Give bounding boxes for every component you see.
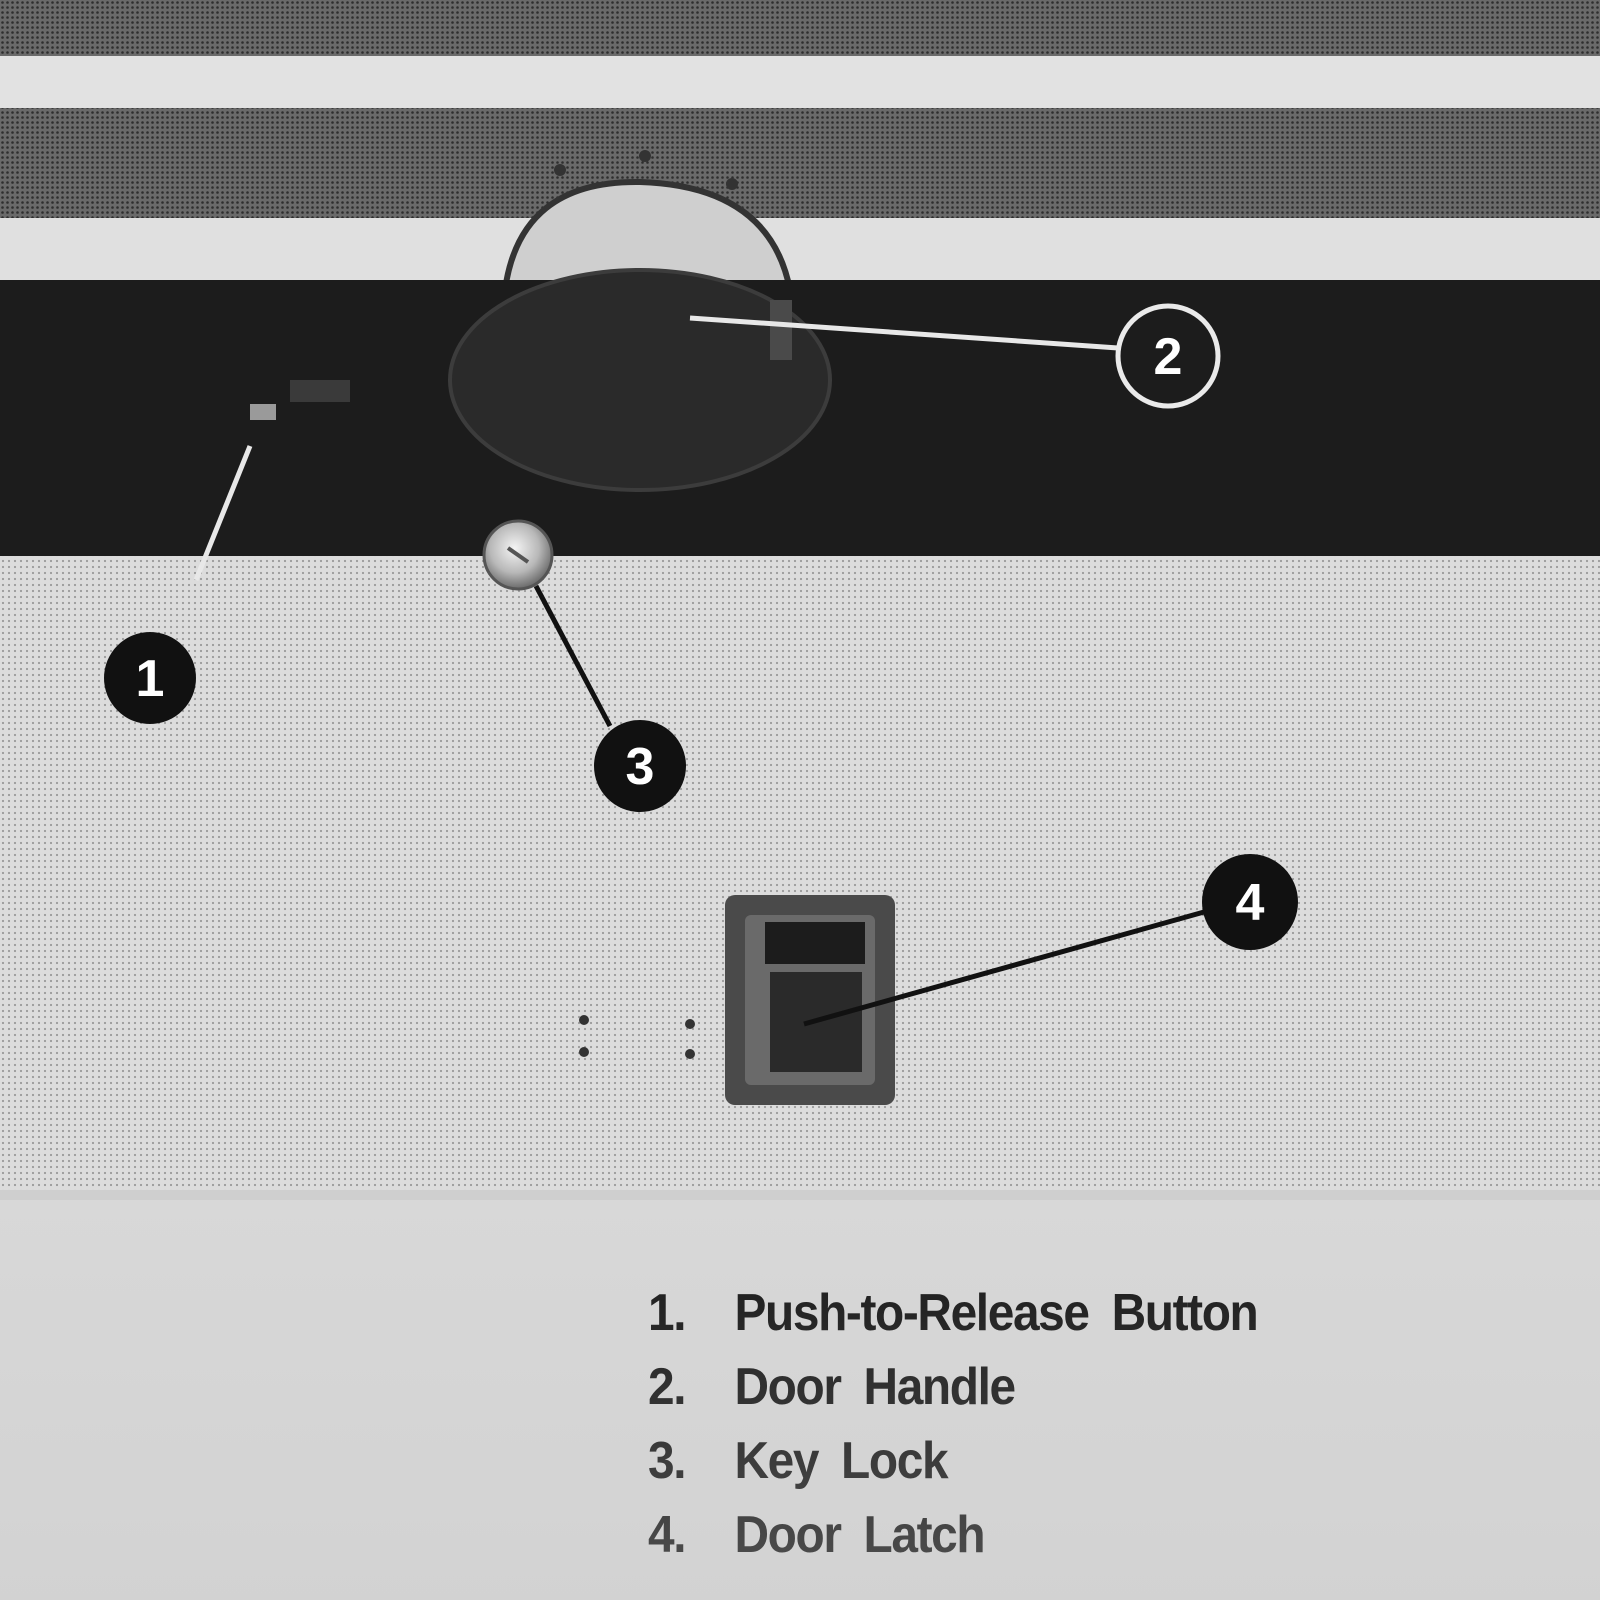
push-release-button — [250, 404, 276, 420]
leader-line-3 — [533, 584, 613, 728]
door-latch-top — [765, 922, 865, 964]
legend-number: 4. — [648, 1506, 687, 1564]
top-light-stripe-2 — [0, 218, 1600, 280]
legend-label: Push-to-Release Button — [734, 1284, 1258, 1342]
callout-1-label: 1 — [136, 650, 165, 708]
callout-4: 4 — [1202, 854, 1298, 950]
photo-bottom-edge — [0, 1190, 1600, 1200]
latch-screw-1 — [579, 1015, 589, 1025]
top-stripe-1 — [0, 0, 1600, 56]
parts-legend: 1. Push-to-Release Button 2. Door Handle… — [648, 1276, 1548, 1572]
handle-screw-1 — [554, 164, 566, 176]
leader-line-1 — [193, 445, 253, 581]
handle-screw-2 — [639, 150, 651, 162]
callout-2: 2 — [1115, 303, 1221, 409]
handle-recess-arc — [501, 178, 794, 293]
door-hardware-photo: 1 2 3 4 — [0, 0, 1600, 1200]
legend-item-1: 1. Push-to-Release Button — [648, 1276, 1476, 1350]
legend-label: Door Handle — [734, 1358, 1016, 1416]
key-slot — [506, 546, 530, 564]
latch-screw-2 — [579, 1047, 589, 1057]
latch-screw-3 — [685, 1019, 695, 1029]
callout-4-label: 4 — [1236, 874, 1265, 932]
callout-2-label: 2 — [1154, 328, 1183, 386]
legend-item-2: 2. Door Handle — [648, 1350, 1476, 1424]
legend-number: 3. — [648, 1432, 687, 1490]
legend-item-3: 3. Key Lock — [648, 1424, 1476, 1498]
latch-screw-4 — [685, 1049, 695, 1059]
callout-3: 3 — [594, 720, 686, 812]
legend-label: Key Lock — [734, 1432, 948, 1490]
top-light-stripe-1 — [0, 56, 1600, 108]
callout-1: 1 — [104, 632, 196, 724]
legend-item-4: 4. Door Latch — [648, 1498, 1476, 1572]
leader-line-2 — [689, 315, 1119, 351]
leader-line-4 — [803, 909, 1205, 1027]
legend-label: Door Latch — [734, 1506, 985, 1564]
door-handle — [448, 268, 832, 492]
top-stripe-2 — [0, 108, 1600, 218]
handle-screw-3 — [726, 178, 738, 190]
push-release-housing — [290, 380, 350, 402]
handle-bracket — [770, 300, 792, 360]
legend-number: 2. — [648, 1358, 687, 1416]
callout-3-label: 3 — [626, 738, 655, 796]
legend-number: 1. — [648, 1284, 687, 1342]
